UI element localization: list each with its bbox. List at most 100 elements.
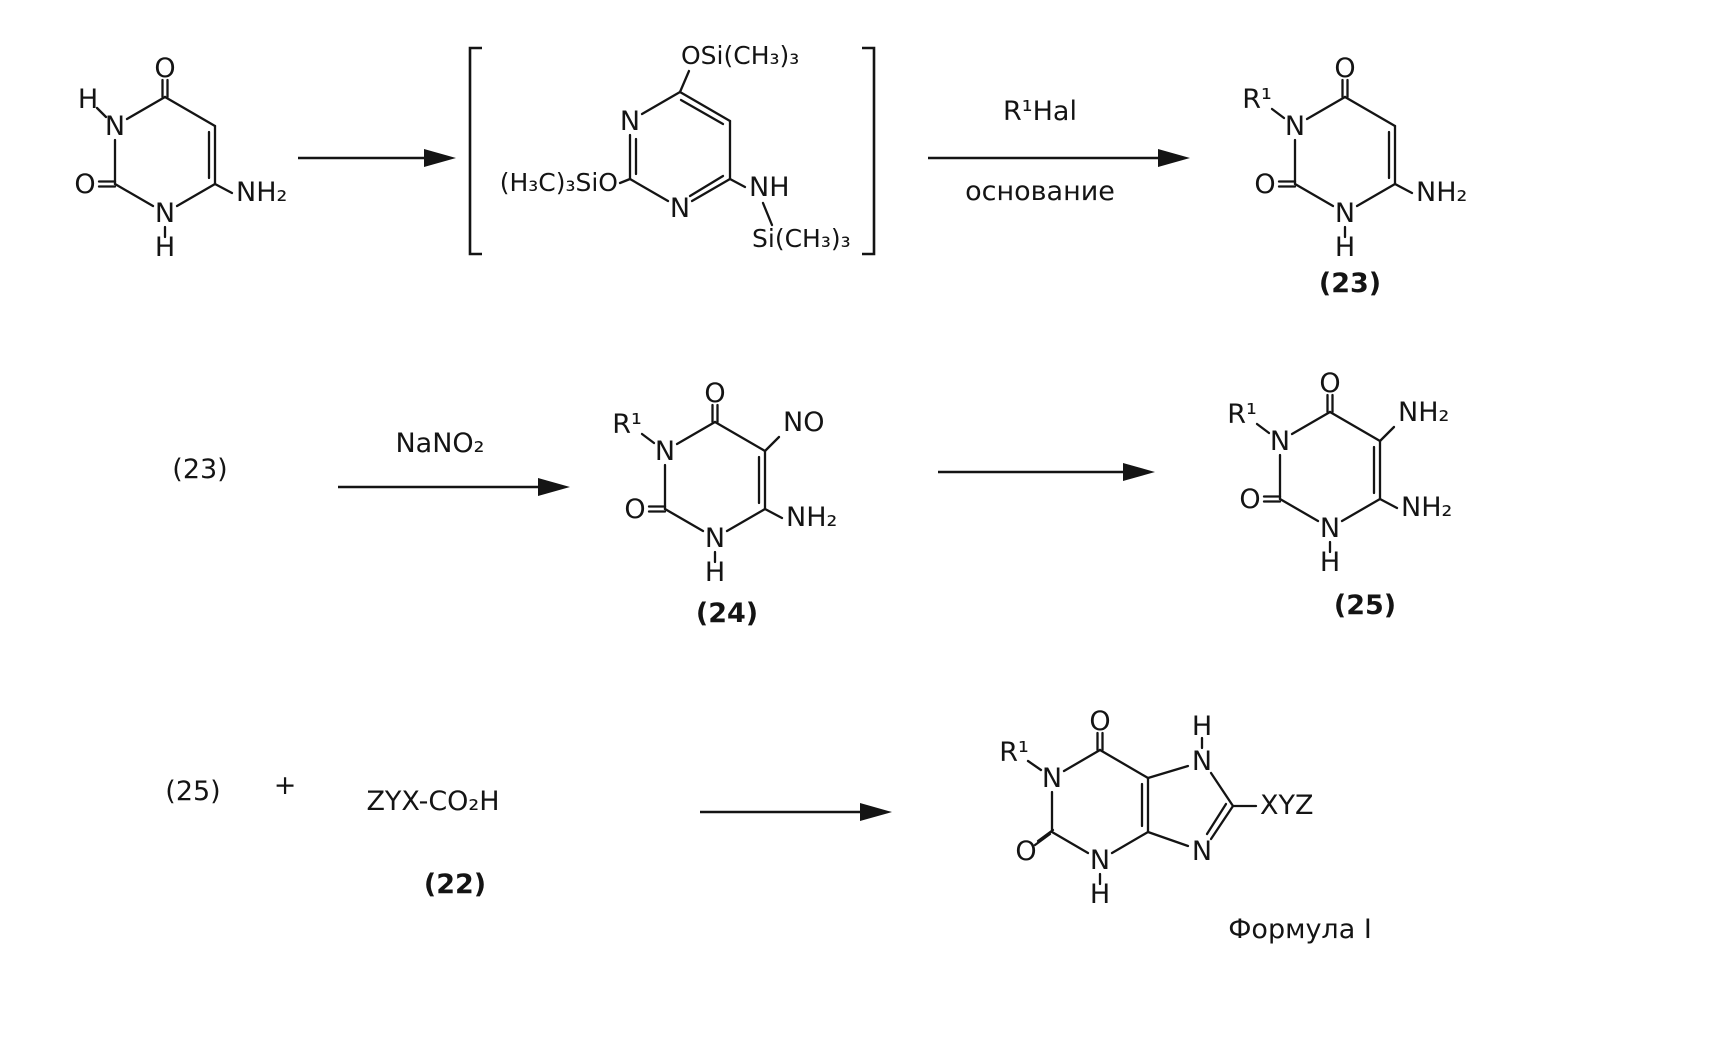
atom-N: N <box>1320 513 1340 544</box>
plus-sign: + <box>274 770 297 801</box>
compound-label-22: (22) <box>424 869 486 900</box>
bond <box>1378 497 1399 510</box>
atom-R1: R¹ <box>612 409 642 440</box>
double-bond-line <box>679 98 725 126</box>
bond <box>1209 804 1235 841</box>
atom-H: H <box>705 557 725 588</box>
bond <box>618 177 632 185</box>
atom-N: N <box>705 523 725 554</box>
compound-label-25: (25) <box>1334 590 1396 621</box>
left-bracket <box>468 46 482 256</box>
bond <box>728 177 747 189</box>
bond <box>1146 830 1190 848</box>
reaction-arrow-2: R¹Hal основание <box>928 96 1190 207</box>
bond <box>678 69 691 94</box>
bond <box>1062 748 1102 773</box>
label-base: основание <box>965 176 1115 207</box>
reaction-arrow-1 <box>298 149 456 167</box>
group-osi-top: OSi(CH₃)₃ <box>681 41 799 70</box>
bond <box>1393 182 1414 195</box>
atom-R1: R¹ <box>1227 399 1257 430</box>
bond <box>761 201 774 227</box>
bond <box>113 182 155 208</box>
group-sio-left: (H₃C)₃SiO <box>500 168 618 197</box>
double-bond-line <box>1033 832 1052 847</box>
bond <box>675 420 717 446</box>
bond <box>1110 830 1150 855</box>
double-bond-line <box>1205 802 1228 836</box>
bond <box>763 507 784 520</box>
bracketed-intermediate: N N OSi(CH₃)₃ (H₃C)₃SiO NH Si(CH₃)₃ <box>468 41 876 256</box>
bond <box>628 177 670 203</box>
bond <box>1328 410 1382 443</box>
atom-NH2: NH₂ <box>1416 177 1467 208</box>
atom-N: N <box>620 106 640 137</box>
bond <box>725 507 767 533</box>
compound-label-23: (23) <box>1319 268 1381 299</box>
arrow-head <box>1158 149 1190 167</box>
bond <box>1146 764 1190 780</box>
double-bond-line <box>688 174 725 198</box>
bond <box>1355 182 1397 208</box>
atom-N: N <box>1335 198 1355 229</box>
bond <box>1209 771 1235 808</box>
atom-NH: NH <box>749 172 790 203</box>
bond <box>175 182 217 208</box>
atom-O: O <box>1015 836 1036 867</box>
atom-NH2: NH₂ <box>1398 397 1449 428</box>
structure-23: O R¹ N O N H NH₂ (23) <box>1242 53 1467 299</box>
atom-O: O <box>1239 484 1260 515</box>
atom-O: O <box>1334 53 1355 84</box>
bond <box>640 432 656 445</box>
atom-NO: NO <box>783 407 824 438</box>
atom-N: N <box>1285 111 1305 142</box>
bond <box>1050 830 1090 855</box>
reaction-arrow-3: NaNO₂ <box>338 428 570 496</box>
atom-H: H <box>1335 232 1355 263</box>
bond <box>678 90 732 123</box>
bond <box>163 95 217 128</box>
bond <box>125 95 167 121</box>
atom-NH2: NH₂ <box>236 177 287 208</box>
structure-25: O R¹ N NH₂ O N H NH₂ (25) <box>1227 368 1452 621</box>
label-acid-22: ZYX-CO₂H <box>366 786 499 817</box>
atom-R1: R¹ <box>1242 84 1272 115</box>
bond <box>1098 748 1150 780</box>
bond <box>1290 410 1332 436</box>
atom-R1: R¹ <box>999 737 1029 768</box>
ref-23: (23) <box>172 454 227 485</box>
atom-N: N <box>655 436 675 467</box>
atom-H: H <box>155 232 175 263</box>
bond <box>1270 107 1286 120</box>
atom-O: O <box>1089 706 1110 737</box>
atom-O: O <box>704 378 725 409</box>
label-r1hal: R¹Hal <box>1003 96 1077 127</box>
atom-O: O <box>624 494 645 525</box>
ref-25: (25) <box>165 776 220 807</box>
structure-6-aminouracil: O N H O N H NH₂ <box>74 53 287 263</box>
group-si-bottom: Si(CH₃)₃ <box>752 224 851 253</box>
atom-N: N <box>1042 763 1062 794</box>
atom-O: O <box>1254 169 1275 200</box>
atom-N: N <box>1192 836 1212 867</box>
bond <box>1378 425 1396 443</box>
bond <box>763 435 781 453</box>
structure-formula-1: O R¹ N O N H H N N XYZ Формула I <box>999 706 1372 945</box>
label-formula-1: Формула I <box>1228 914 1372 945</box>
arrow-head <box>860 803 892 821</box>
bond <box>1255 422 1271 435</box>
bond <box>1026 759 1043 772</box>
atom-N: N <box>1270 426 1290 457</box>
right-bracket <box>862 46 876 256</box>
bond <box>713 420 767 453</box>
atom-N: N <box>670 193 690 224</box>
atom-H: H <box>78 84 98 115</box>
bond <box>95 106 108 119</box>
reaction-arrow-5 <box>700 803 892 821</box>
atom-H: H <box>1320 547 1340 578</box>
atom-O-icon: O <box>154 53 175 84</box>
compound-label-24: (24) <box>696 598 758 629</box>
atom-O: O <box>74 169 95 200</box>
